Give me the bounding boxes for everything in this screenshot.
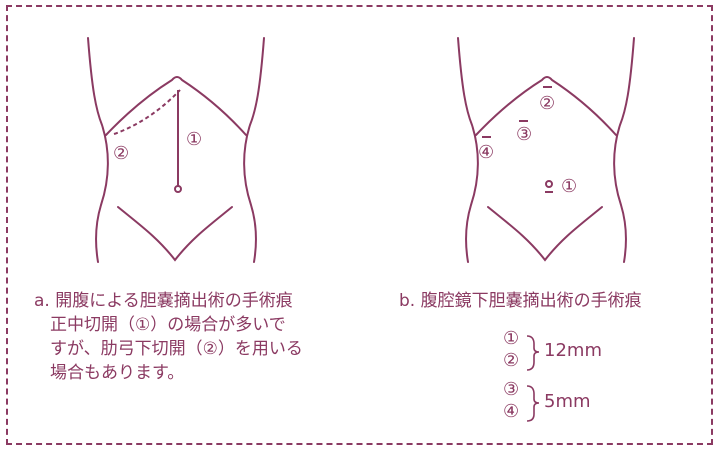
caption-a-line-3: すが、肋弓下切開（②）を用いる: [50, 339, 303, 359]
size-port-4: ④: [503, 401, 520, 422]
dashed-border: [6, 5, 713, 445]
navel-a: [174, 185, 182, 193]
torso-b: [457, 37, 635, 263]
torso-a-right-outline: [243, 37, 265, 263]
label-b-upper: ③: [516, 124, 533, 145]
torso-a-groin: [117, 206, 233, 262]
caption-a: a. 開腹による胆嚢摘出術の手術痕 正中切開（①）の場合が多いで すが、肋弓下切…: [34, 289, 303, 385]
torso-b-left-outline: [457, 37, 479, 263]
incision-midline: [174, 90, 182, 193]
size-5mm: 5mm: [544, 391, 591, 412]
navel-b: [545, 180, 553, 188]
size-12mm: 12mm: [544, 340, 602, 361]
label-a-subcostal: ②: [113, 143, 130, 164]
incision-subcostal: [113, 89, 181, 135]
caption-a-line-4: 場合もあります。: [50, 363, 185, 383]
port-marks: [482, 86, 553, 193]
brace-5mm: [526, 385, 540, 422]
torso-a-left-outline: [87, 37, 109, 263]
label-a-midline: ①: [186, 129, 203, 150]
caption-a-line-2: 正中切開（①）の場合が多いで: [50, 315, 286, 335]
label-b-lateral: ④: [478, 142, 495, 163]
torso-b-costal-margin: [475, 76, 617, 136]
size-port-1: ①: [503, 328, 520, 349]
size-port-2: ②: [503, 350, 520, 371]
torso-a-costal-margin: [105, 76, 247, 136]
torso-b-right-outline: [613, 37, 635, 263]
label-b-navel: ①: [561, 176, 578, 197]
size-port-3: ③: [503, 379, 520, 400]
caption-b: b. 腹腔鏡下胆嚢摘出術の手術痕: [399, 291, 642, 311]
label-b-epigastric: ②: [539, 93, 556, 114]
brace-12mm: [526, 335, 540, 371]
torso-b-groin: [487, 206, 603, 262]
torso-a: [87, 37, 265, 263]
caption-a-line-1: a. 開腹による胆嚢摘出術の手術痕: [34, 291, 293, 311]
